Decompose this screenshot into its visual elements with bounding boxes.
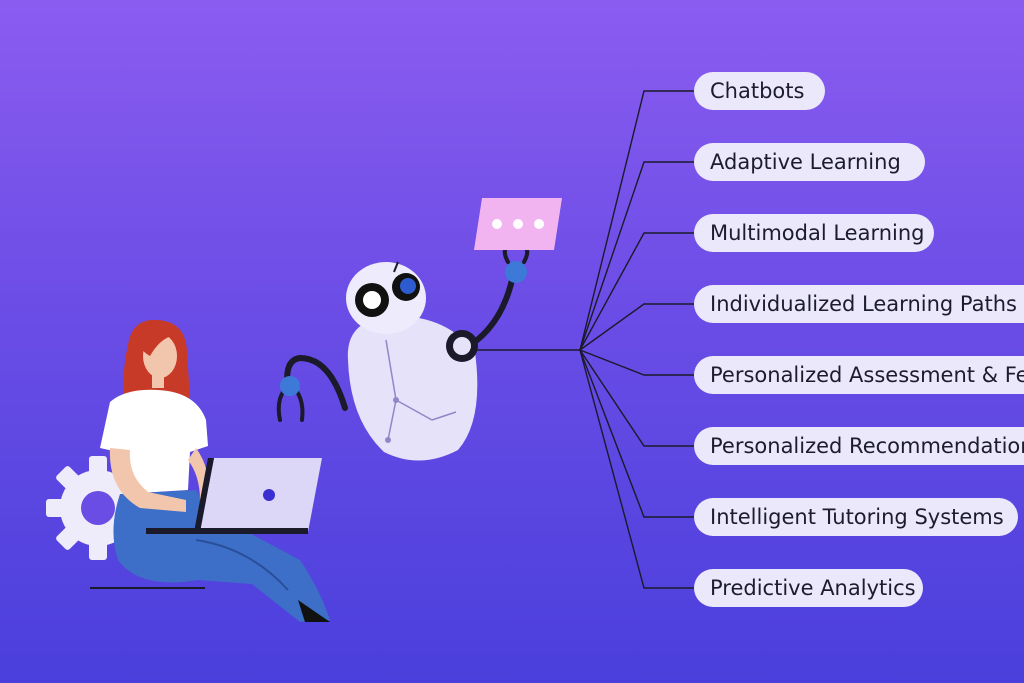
connector-line xyxy=(579,232,694,351)
branch-pill: Individualized Learning Paths xyxy=(694,285,1024,323)
connector-line xyxy=(579,90,694,351)
branch-pill: Adaptive Learning xyxy=(694,143,925,181)
branch-pill: Personalized Recommendations xyxy=(694,427,1024,465)
branch-pill: Predictive Analytics xyxy=(694,569,923,607)
connector-line xyxy=(579,349,694,376)
connector-line xyxy=(579,349,694,518)
branch-pill: Multimodal Learning xyxy=(694,214,934,252)
typing-dots-icon xyxy=(492,219,544,229)
connector-line xyxy=(579,303,694,351)
branch-pill: Personalized Assessment & Feedback xyxy=(694,356,1024,394)
connector-line xyxy=(579,349,694,447)
chat-bubble xyxy=(474,198,562,250)
branch-pill: Chatbots xyxy=(694,72,825,110)
connector-line xyxy=(579,349,694,589)
branch-pill: Intelligent Tutoring Systems xyxy=(694,498,1018,536)
ai-robot-illustration xyxy=(276,238,530,461)
woman-with-laptop-illustration xyxy=(90,319,330,622)
connector-line xyxy=(579,161,694,351)
